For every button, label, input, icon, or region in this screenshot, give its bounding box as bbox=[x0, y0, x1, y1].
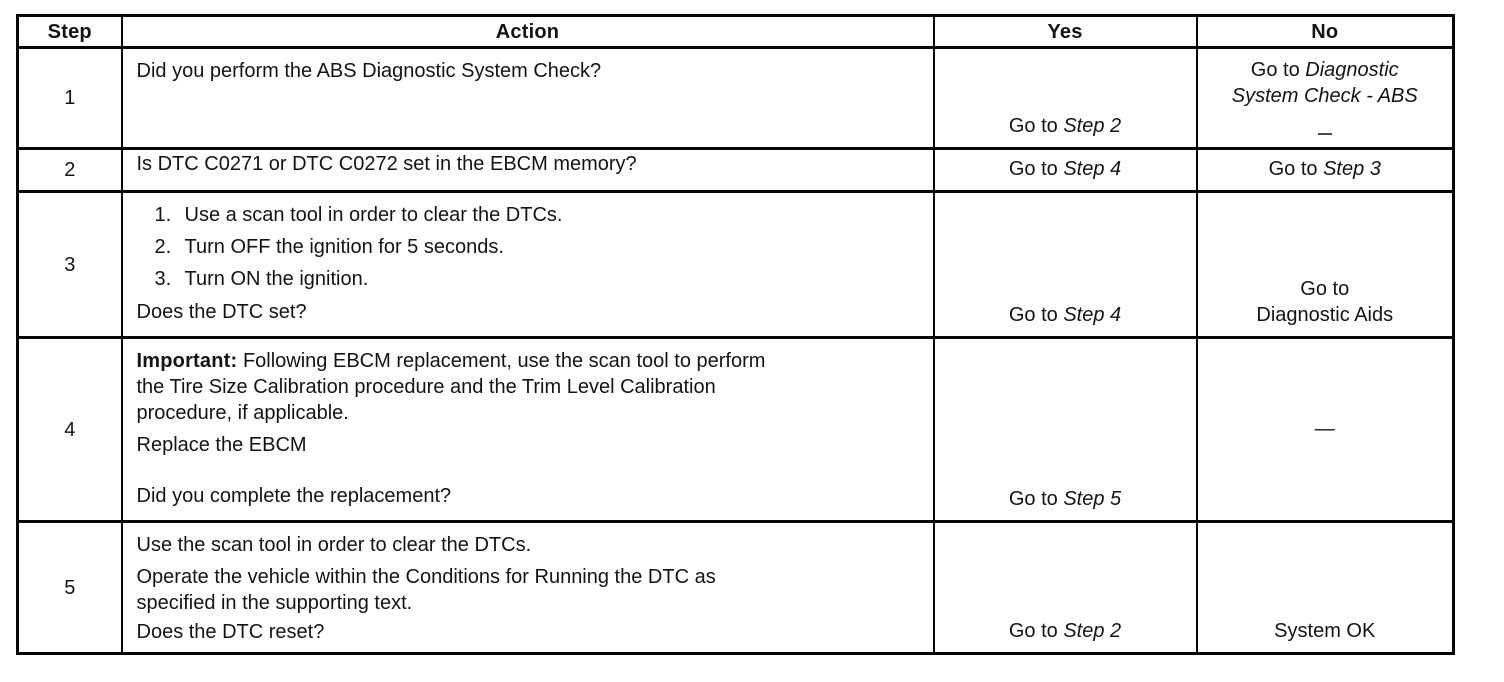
no-cell: — bbox=[1195, 336, 1455, 523]
yes-cell: Go to Step 4 bbox=[932, 147, 1198, 193]
answer-italic-ref: Step 3 bbox=[1323, 158, 1381, 180]
action-content: Important: Following EBCM replacement, u… bbox=[123, 339, 933, 517]
answer-italic-ref: Step 2 bbox=[1063, 620, 1122, 642]
answer-plain-text: Go to bbox=[1250, 59, 1306, 81]
important-label: Important: bbox=[136, 350, 238, 372]
list-item-number: 2. bbox=[154, 236, 172, 258]
action-paragraph: Did you perform the ABS Diagnostic Syste… bbox=[136, 60, 602, 82]
action-list-item: 2. Turn OFF the ignition for 5 seconds. bbox=[155, 234, 815, 260]
answer-plain-text: Go to bbox=[1300, 278, 1350, 300]
step-cell: 1 bbox=[16, 46, 123, 150]
table-row: 5 Use the scan tool in order to clear the… bbox=[16, 520, 1455, 655]
answer-text: — bbox=[1307, 410, 1343, 450]
col-header-step: Step bbox=[16, 14, 123, 49]
col-header-yes: Yes bbox=[932, 14, 1198, 49]
answer-plain-text: Go to bbox=[1008, 158, 1064, 180]
answer-plain-text: Go to bbox=[1268, 158, 1324, 180]
list-item-number: 1. bbox=[154, 204, 172, 226]
table-row: 3 1. Use a scan tool in order to clear the… bbox=[16, 190, 1455, 339]
no-cell: Go to Step 3 bbox=[1195, 147, 1455, 193]
action-content: Is DTC C0271 or DTC C0272 set in the EBC… bbox=[123, 150, 933, 178]
no-cell: System OK bbox=[1195, 520, 1455, 655]
action-list-item: 3. Turn ON the ignition. bbox=[155, 266, 815, 292]
action-paragraph: Use the scan tool in order to clear the … bbox=[136, 534, 532, 556]
col-header-no: No bbox=[1195, 14, 1455, 49]
yes-cell: Go to Step 2 bbox=[932, 46, 1198, 150]
table-row: 2 Is DTC C0271 or DTC C0272 set in the EB… bbox=[16, 147, 1455, 193]
step-cell: 2 bbox=[16, 147, 123, 193]
action-paragraph: Is DTC C0271 or DTC C0272 set in the EBC… bbox=[136, 153, 637, 175]
answer-text: Go to Step 5 bbox=[1001, 480, 1129, 520]
yes-cell: Go to Step 2 bbox=[932, 520, 1198, 655]
answer-plain-text: Go to bbox=[1008, 620, 1064, 642]
answer-text: Go to Step 2 bbox=[1001, 612, 1129, 652]
action-question: Did you complete the replacement? bbox=[136, 485, 452, 507]
table-row: 1 Did you perform the ABS Diagnostic Syst… bbox=[16, 46, 1455, 150]
answer-plain-text: Go to bbox=[1008, 488, 1064, 510]
action-content: 1. Use a scan tool in order to clear the … bbox=[123, 193, 933, 333]
table-body: 1 Did you perform the ABS Diagnostic Syst… bbox=[16, 46, 1455, 655]
no-cell: Go to Diagnostic Aids bbox=[1195, 190, 1455, 339]
scan-artifact-dash bbox=[1317, 133, 1332, 135]
action-cell: Did you perform the ABS Diagnostic Syste… bbox=[120, 46, 935, 150]
answer-text: Go to Step 2 bbox=[1001, 107, 1129, 147]
action-content: Use the scan tool in order to clear the … bbox=[123, 523, 933, 649]
action-cell: Important: Following EBCM replacement, u… bbox=[120, 336, 935, 523]
col-header-action: Action bbox=[120, 14, 935, 49]
action-paragraph: Operate the vehicle within the Condition… bbox=[136, 566, 716, 614]
answer-plain-text: Go to bbox=[1008, 115, 1064, 137]
answer-plain-text: — bbox=[1314, 417, 1335, 440]
list-item-number: 3. bbox=[154, 268, 172, 290]
answer-text: Go to Step 3 bbox=[1261, 150, 1389, 190]
answer-text: Go to Step 4 bbox=[1001, 296, 1129, 336]
step-cell: 3 bbox=[16, 190, 123, 339]
step-cell: 4 bbox=[16, 336, 123, 523]
action-cell: Use the scan tool in order to clear the … bbox=[120, 520, 935, 655]
action-content: Did you perform the ABS Diagnostic Syste… bbox=[123, 49, 933, 144]
answer-text: System OK bbox=[1266, 612, 1383, 652]
action-cell: Is DTC C0271 or DTC C0272 set in the EBC… bbox=[120, 147, 935, 193]
list-item-text: Turn OFF the ignition for 5 seconds. bbox=[184, 236, 504, 258]
answer-italic-ref: System Check - ABS bbox=[1231, 85, 1418, 107]
header-row: Step Action Yes No bbox=[16, 14, 1455, 49]
action-paragraph: Replace the EBCM bbox=[136, 434, 307, 456]
action-list-item: 1. Use a scan tool in order to clear the … bbox=[155, 202, 815, 228]
answer-italic-ref: Diagnostic bbox=[1305, 59, 1399, 81]
answer-italic-ref: Step 5 bbox=[1063, 488, 1122, 510]
answer-italic-ref: Step 4 bbox=[1063, 158, 1122, 180]
yes-cell: Go to Step 5 bbox=[932, 336, 1198, 523]
answer-italic-ref: Step 2 bbox=[1063, 115, 1122, 137]
answer-text: Go to Diagnostic Aids bbox=[1248, 270, 1401, 336]
list-item-text: Use a scan tool in order to clear the DT… bbox=[184, 204, 563, 226]
list-item-text: Turn ON the ignition. bbox=[184, 268, 369, 290]
step-cell: 5 bbox=[16, 520, 123, 655]
answer-italic-ref: Step 4 bbox=[1063, 304, 1122, 326]
action-paragraph: Important: Following EBCM replacement, u… bbox=[136, 350, 766, 424]
diagnostic-table: Step Action Yes No 1 Did you perform the … bbox=[16, 14, 1455, 655]
action-question: Does the DTC reset? bbox=[136, 621, 325, 643]
action-question: Does the DTC set? bbox=[136, 301, 307, 323]
answer-plain-text: Go to bbox=[1008, 304, 1064, 326]
answer-plain-text: System OK bbox=[1274, 620, 1376, 642]
answer-plain-text: Diagnostic Aids bbox=[1256, 304, 1394, 326]
action-cell: 1. Use a scan tool in order to clear the … bbox=[120, 190, 935, 339]
yes-cell: Go to Step 4 bbox=[932, 190, 1198, 339]
answer-text: Go to Step 4 bbox=[1001, 150, 1129, 190]
